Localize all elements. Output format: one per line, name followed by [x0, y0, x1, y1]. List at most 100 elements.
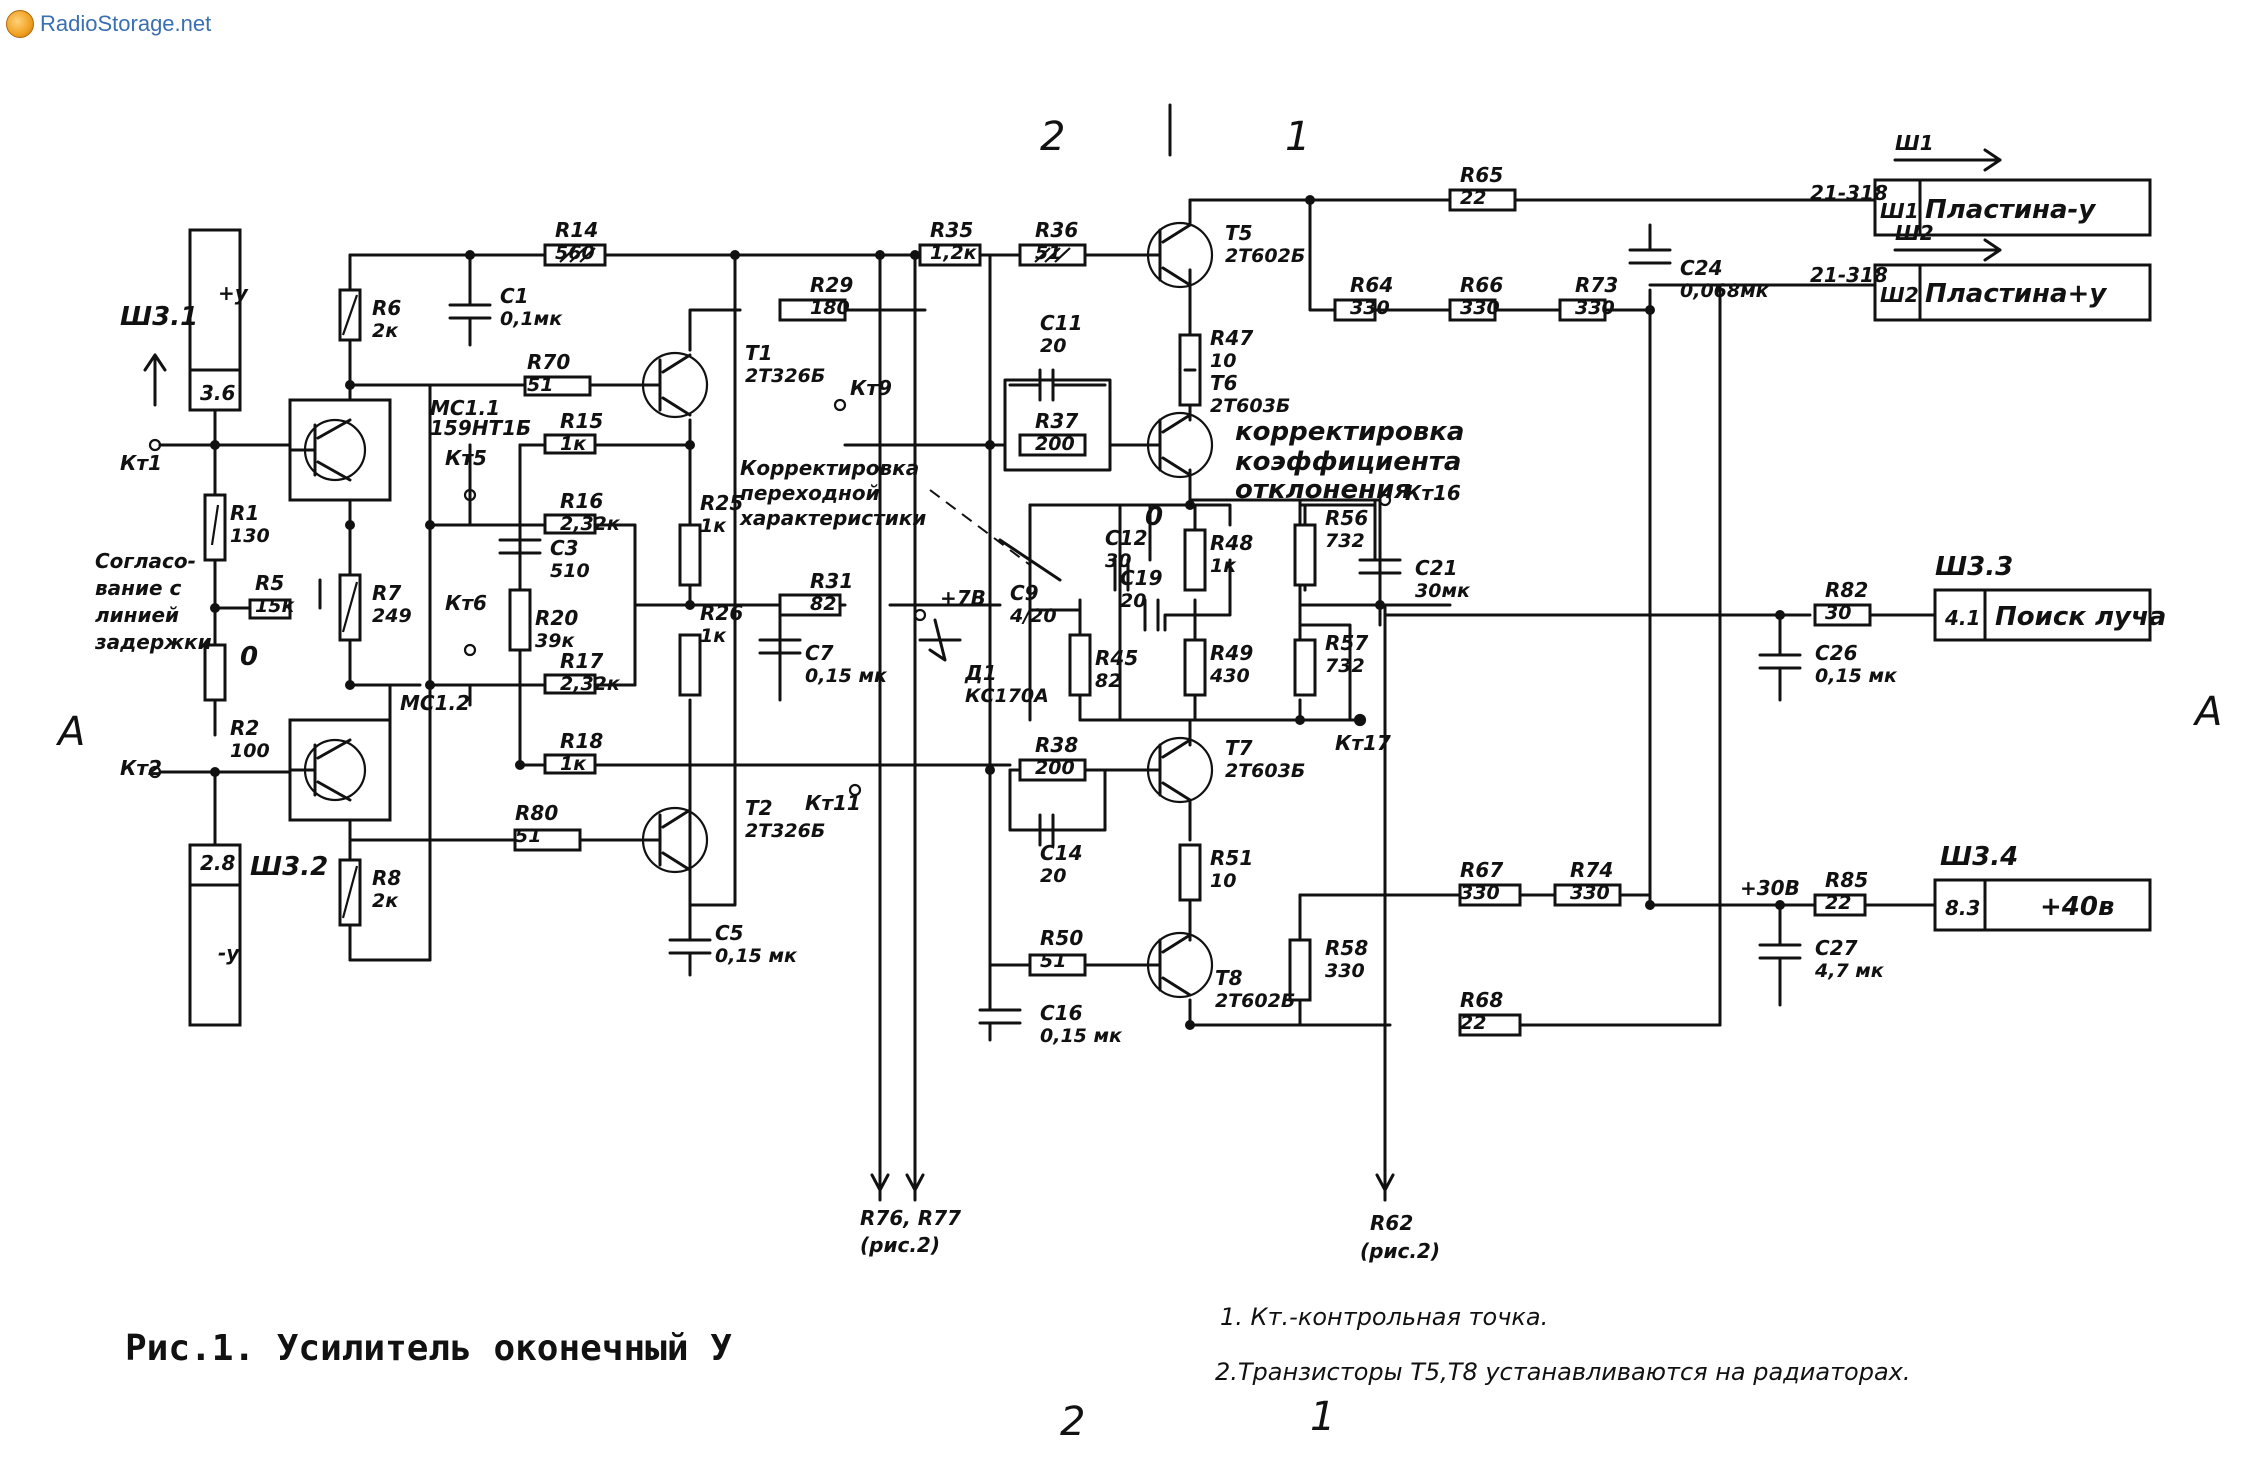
sh1-arrow-label: Ш1 — [1895, 131, 1934, 155]
r70-body — [523, 375, 592, 397]
r5-body — [248, 598, 292, 620]
r1-value: 130 — [230, 525, 270, 547]
t1-ref: Т1 — [745, 341, 773, 365]
zero-mark-1: 0 — [240, 642, 258, 672]
ref-r76-fig: (рис.2) — [860, 1233, 940, 1257]
r85-value: 22 — [1825, 892, 1851, 914]
sh33-pin: 4.1 — [1944, 606, 1980, 630]
t8-ref: Т8 — [1215, 966, 1243, 990]
r16-ref: R16 — [560, 489, 603, 513]
c11-value: 20 — [1040, 335, 1066, 357]
sh1-cable: 21-318 — [1810, 181, 1888, 205]
r25-body — [678, 523, 702, 587]
plus7v-label: +7В — [940, 586, 986, 610]
r68-ref: R68 — [1460, 988, 1503, 1012]
ref-r62-fig: (рис.2) — [1360, 1239, 1440, 1263]
r48-body — [1183, 528, 1207, 592]
r74-ref: R74 — [1570, 858, 1613, 882]
sh31-label: +у — [218, 281, 249, 305]
r16-value: 2,32к — [560, 513, 621, 535]
c16-value: 0,15 мк — [1040, 1025, 1123, 1047]
r26-body — [678, 633, 702, 697]
c21-value: 30мк — [1415, 580, 1471, 602]
r35-ref: R35 — [930, 218, 973, 242]
sh34-label: +40в — [2040, 892, 2114, 922]
r82-body — [1813, 603, 1872, 627]
r57-ref: R57 — [1325, 631, 1368, 655]
section-mark-top-1: 1 — [1285, 114, 1310, 160]
watermark-logo: RadioStorage.net — [6, 10, 211, 38]
r56-body — [1293, 523, 1317, 587]
plus30v-label: +30В — [1740, 876, 1800, 900]
mc12-label: МС1.2 — [400, 691, 470, 715]
ref-r62-label: R62 — [1370, 1211, 1413, 1235]
r37-value: 200 — [1035, 433, 1075, 455]
r29-ref: R29 — [810, 273, 853, 297]
c9-value: 4/20 — [1009, 605, 1057, 627]
r80-body — [513, 828, 582, 852]
sh2-name: Ш2 — [1880, 283, 1919, 307]
r67-ref: R67 — [1460, 858, 1503, 882]
c19-value: 20 — [1120, 590, 1146, 612]
c5-value: 0,15 мк — [715, 945, 798, 967]
ref-r76-label: R76, R77 — [860, 1206, 961, 1230]
testpoint-kt9: Кт9 — [850, 376, 892, 400]
r57-body — [1293, 638, 1317, 697]
t2-ref: Т2 — [745, 796, 773, 820]
sh34-pin: 8.3 — [1945, 896, 1980, 920]
t8-value: 2Т602Б — [1215, 990, 1295, 1012]
c24-value: 0,068мк — [1680, 280, 1770, 302]
r51-body — [1178, 843, 1202, 902]
r74-body — [1553, 883, 1622, 907]
r82-value: 30 — [1825, 602, 1851, 624]
section-mark-left-a: A — [55, 709, 85, 755]
t5-symbol — [1146, 221, 1214, 289]
note-2: 2.Транзисторы Т5,Т8 устанавливаются на р… — [1215, 1358, 1911, 1386]
c9-ref: C9 — [1010, 581, 1039, 605]
c1-value: 0,1мк — [500, 308, 563, 330]
r66-value: 330 — [1460, 297, 1500, 319]
kt1-pin — [148, 438, 162, 452]
correction-gain-line3: отклонения — [1235, 475, 1411, 505]
t5-value: 2Т602Б — [1225, 245, 1305, 267]
r64-ref: R64 — [1350, 273, 1393, 297]
correction-gain-line1: корректировка — [1235, 417, 1464, 447]
r49-body — [1183, 638, 1207, 697]
r14-value: 560 — [555, 242, 595, 264]
r2-ref: R2 — [230, 716, 259, 740]
r67-value: 330 — [1460, 882, 1500, 904]
r35-value: 1,2к — [930, 242, 978, 264]
r73-value: 330 — [1575, 297, 1615, 319]
c12-ref: C12 — [1105, 526, 1148, 550]
r74-value: 330 — [1570, 882, 1610, 904]
sh1-label: Пластина-у — [1925, 195, 2096, 225]
sh31-box — [188, 228, 242, 412]
correction-gain-line2: коэффициента — [1235, 447, 1461, 477]
sh32-pin: 2.8 — [200, 851, 236, 875]
r29-value: 180 — [810, 297, 850, 319]
r16-body — [543, 513, 597, 535]
r15-value: 1к — [560, 433, 587, 455]
sh31-name: Ш3.1 — [120, 302, 198, 332]
r6-ref: R6 — [372, 296, 401, 320]
sh1-name: Ш1 — [1880, 199, 1919, 223]
r80-ref: R80 — [515, 801, 558, 825]
t2-value: 2Т326Б — [745, 820, 825, 842]
r68-body — [1458, 1013, 1522, 1037]
kt2-pin — [148, 765, 162, 779]
r2-value: 100 — [230, 740, 270, 762]
r26-ref: R26 — [700, 601, 743, 625]
r14-body — [543, 243, 607, 267]
c7-ref: C7 — [805, 641, 834, 665]
section-mark-bottom-1: 1 — [1310, 1394, 1335, 1440]
r38-value: 200 — [1035, 757, 1075, 779]
t5-ref: Т5 — [1225, 221, 1253, 245]
bottom-arrows — [870, 1173, 1395, 1192]
r70-ref: R70 — [527, 350, 570, 374]
c7-value: 0,15 мк — [805, 665, 888, 687]
testpoint-kt16: Кт16 — [1405, 481, 1461, 505]
r31-value: 82 — [810, 593, 836, 615]
r65-body — [1448, 188, 1517, 212]
radio-globe-icon — [6, 10, 34, 38]
t7-value: 2Т603Б — [1225, 760, 1305, 782]
